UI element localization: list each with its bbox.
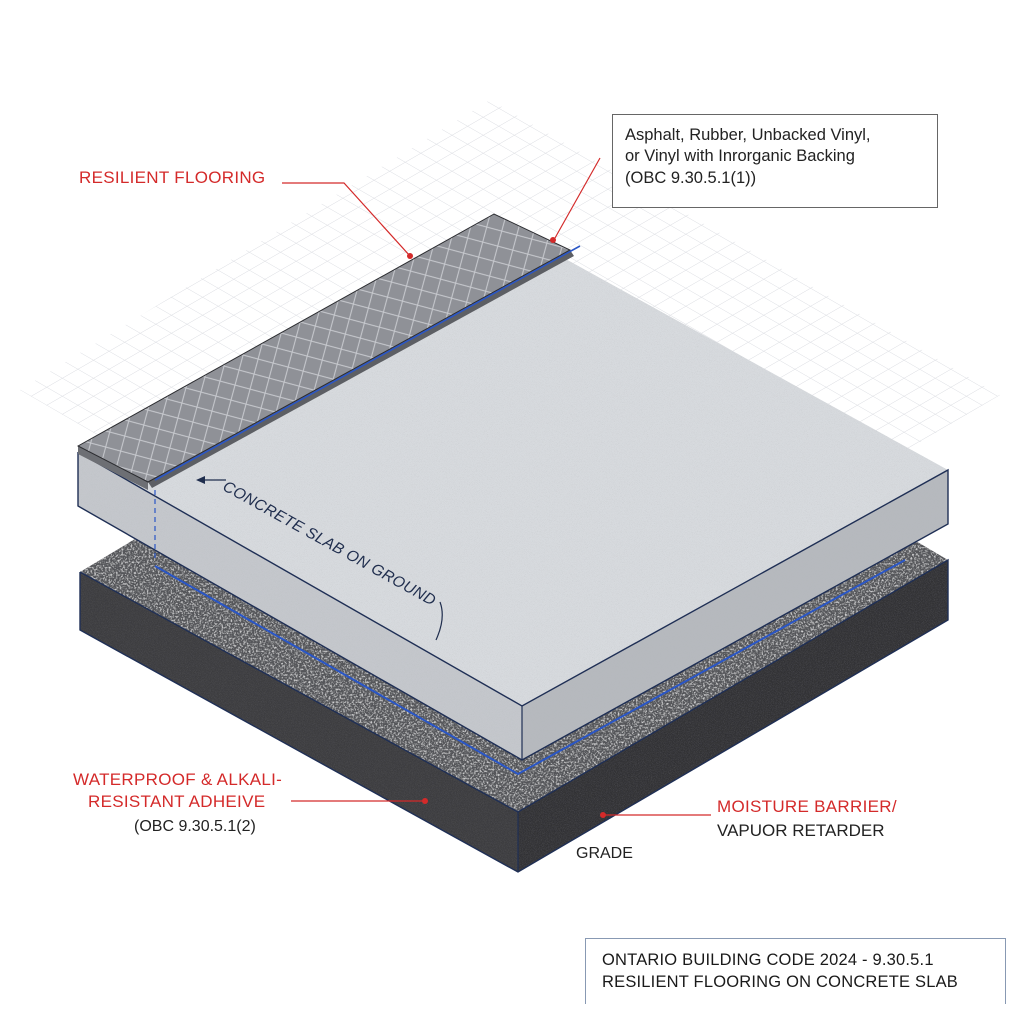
resilient-flooring-strip	[76, 213, 574, 490]
grade-left-face	[80, 572, 518, 872]
adhesive-line	[154, 245, 581, 481]
resilient-flooring-label: RESILIENT FLOORING	[79, 168, 266, 187]
slab-right-face	[522, 470, 948, 760]
flooring-note-line-1: Asphalt, Rubber, Unbacked Vinyl,	[625, 126, 871, 144]
moisture-barrier-line	[154, 559, 906, 776]
flooring-top-face	[78, 214, 570, 482]
flooring-note-line-2: or Vinyl with Inrorganic Backing	[625, 147, 855, 166]
adhesive-label-line-1: WATERPROOF & ALKALI-	[73, 770, 283, 789]
leader-lines	[196, 157, 711, 818]
grade-right-face	[518, 560, 948, 872]
moisture-barrier-label-line-1: MOISTURE BARRIER/	[717, 797, 897, 816]
title-line-2: RESILIENT FLOORING ON CONCRETE SLAB	[602, 973, 959, 992]
slab-left-face	[78, 452, 522, 760]
flooring-note-line-3: (OBC 9.30.5.1(1))	[625, 168, 757, 187]
flooring-edge	[78, 446, 148, 490]
grade-label: GRADE	[576, 845, 633, 862]
flooring-note-box: Asphalt, Rubber, Unbacked Vinyl, or Viny…	[612, 114, 938, 208]
title-block: ONTARIO BUILDING CODE 2024 - 9.30.5.1 RE…	[585, 938, 1006, 1004]
adhesive-code-ref: (OBC 9.30.5.1(2)	[134, 818, 256, 835]
adhesive-label-line-2: RESISTANT ADHEIVE	[88, 792, 266, 811]
moisture-barrier-label-line-2: VAPUOR RETARDER	[717, 821, 885, 840]
title-line-1: ONTARIO BUILDING CODE 2024 - 9.30.5.1	[602, 951, 934, 969]
